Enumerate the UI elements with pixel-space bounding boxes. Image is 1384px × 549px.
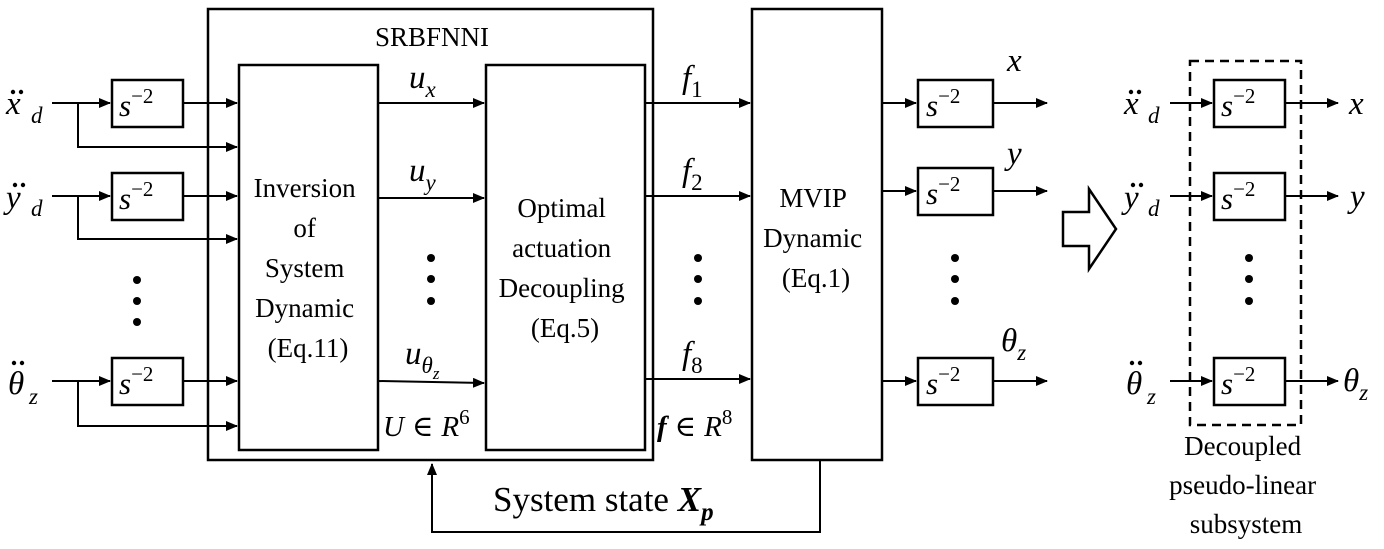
- decoupled-integrator-x: s−2: [1212, 78, 1287, 129]
- label-u-space: U∈R6: [383, 405, 470, 443]
- svg-text:s−2: s−2: [1221, 84, 1255, 123]
- input-wiring: [52, 98, 238, 431]
- label-u-y: uy: [409, 153, 437, 195]
- mvip-block: [750, 7, 884, 462]
- control-wiring: [377, 98, 485, 388]
- input-theta-ddot: θ z: [8, 360, 38, 409]
- decoupled-subsystem-label: Decoupled pseudo-linear subsystem: [1169, 431, 1323, 539]
- svg-text:s−2: s−2: [119, 84, 153, 123]
- decoupled-output-x: x: [1348, 86, 1364, 122]
- svg-text:x: x: [1123, 86, 1139, 122]
- label-f-space: f∈R8: [657, 405, 732, 443]
- right-ellipsis: [951, 254, 959, 305]
- svg-text:s−2: s−2: [926, 84, 960, 123]
- input-y-ddot: y d: [3, 180, 43, 221]
- svg-text:x: x: [5, 86, 21, 122]
- svg-text:z: z: [28, 384, 38, 409]
- decoupled-input-y: y d: [1121, 180, 1160, 221]
- integrator-left-y: s−2: [110, 171, 185, 222]
- decoupled-input-x: x d: [1123, 86, 1160, 128]
- svg-text:θ: θ: [8, 366, 24, 402]
- integrator-right-theta: s−2: [916, 356, 995, 407]
- decoupled-subsystem-frame: [1188, 59, 1303, 427]
- middle-ellipsis-f: [694, 254, 702, 305]
- input-x-ddot: x d: [5, 86, 43, 128]
- svg-text:s−2: s−2: [119, 177, 153, 216]
- svg-text:z: z: [1146, 384, 1156, 409]
- decoupled-ellipsis: [1245, 254, 1253, 305]
- decoupled-integrator-y: s−2: [1212, 171, 1287, 222]
- decoupling-block: [484, 63, 647, 452]
- feedback-label: System state Xp: [493, 480, 714, 526]
- decoupled-integrator-theta: s−2: [1212, 356, 1287, 407]
- inversion-label: Inversion of System Dynamic (Eq.11): [254, 173, 363, 363]
- svg-text:s−2: s−2: [926, 172, 960, 211]
- middle-ellipsis-u: [427, 254, 435, 305]
- output-x: x: [1006, 43, 1022, 79]
- label-u-theta: uθz: [405, 336, 440, 383]
- integrator-left-theta: s−2: [110, 356, 185, 407]
- svg-text:θ: θ: [1126, 366, 1142, 402]
- svg-text:d: d: [31, 196, 43, 221]
- left-ellipsis: [133, 276, 141, 326]
- svg-text:s−2: s−2: [119, 362, 153, 401]
- feedback-path: [427, 460, 821, 533]
- label-f2: f2: [682, 153, 703, 195]
- svg-text:d: d: [1148, 103, 1160, 128]
- integrator-right-x: s−2: [916, 78, 995, 129]
- decoupling-label: Optimal actuation Decoupling (Eq.5): [499, 193, 632, 343]
- svg-text:y: y: [1121, 180, 1139, 216]
- srbfnni-title: SRBFNNI: [375, 22, 489, 52]
- decoupled-input-theta: θ z: [1126, 360, 1156, 409]
- integrator-right-y: s−2: [916, 166, 995, 217]
- mvip-label: MVIP Dynamic (Eq.1): [763, 183, 869, 293]
- label-f1: f1: [682, 60, 703, 102]
- svg-text:d: d: [1148, 196, 1160, 221]
- svg-text:s−2: s−2: [926, 362, 960, 401]
- svg-text:s−2: s−2: [1221, 177, 1255, 216]
- decoupled-wiring: [1170, 98, 1339, 386]
- decoupled-output-theta: θz: [1343, 363, 1368, 405]
- output-wiring: [882, 98, 1048, 386]
- inversion-block: [237, 63, 380, 452]
- label-u-x: ux: [409, 60, 437, 102]
- svg-text:s−2: s−2: [1221, 362, 1255, 401]
- output-y: y: [1004, 136, 1022, 172]
- integrator-left-x: s−2: [110, 78, 185, 129]
- svg-text:d: d: [31, 103, 43, 128]
- output-theta: θz: [1001, 323, 1026, 365]
- label-f8: f8: [682, 336, 703, 378]
- svg-text:y: y: [3, 180, 21, 216]
- decoupled-output-y: y: [1347, 179, 1365, 215]
- force-wiring: [645, 98, 751, 384]
- implies-arrow-icon: [1061, 184, 1118, 274]
